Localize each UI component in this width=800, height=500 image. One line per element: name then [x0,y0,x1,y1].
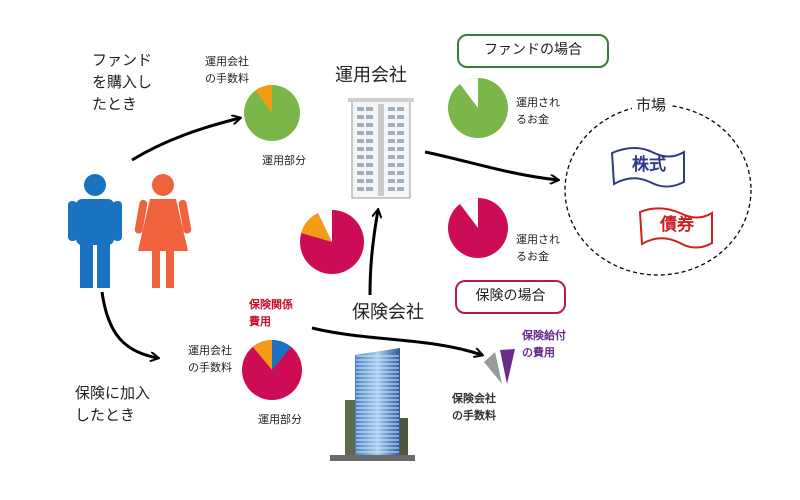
bonds-label: 債券 [660,215,694,235]
building-window [388,123,395,127]
building-window [388,147,395,151]
fund-company-title: 運用会社 [335,65,407,86]
building-window [357,187,364,191]
building-window [397,179,404,183]
building-window [357,123,364,127]
building-window [397,139,404,143]
building-window [397,107,404,111]
insurance-benefit-wedge [500,349,515,384]
building-window [366,179,373,183]
building-window [388,171,395,175]
building-window [388,163,395,167]
arrow-to-benefit [311,326,482,355]
insurance-case-badge: 保険の場合 [455,280,566,314]
stocks-label: 株式 [632,155,666,175]
insurance-invested-pie [448,198,508,258]
fund-pie [244,84,300,141]
insurance-invested-label: 運用され るお金 [516,233,560,264]
building-window [388,107,395,111]
fund-invested-pie [448,78,508,138]
insurance-fee-label: 運用会社 の手数料 [188,344,232,375]
building-window [357,147,364,151]
building-window [388,187,395,191]
market-circle [564,104,752,276]
building-window [357,171,364,175]
building-window [357,115,364,119]
insurance-company-title: 保険会社 [352,302,424,323]
fund-fee-label: 運用会社 の手数料 [205,55,249,86]
arrow-to-fund-company [131,118,240,162]
building-window [388,155,395,159]
building-window [366,163,373,167]
building-window [366,187,373,191]
building-window [388,131,395,135]
flow-arrows [100,118,558,358]
insurance-company-fee-label: 保険会社 の手数料 [452,392,496,423]
arrow-to-market [424,150,558,180]
purchase-fund-label: ファンド を購入し たとき [92,51,153,113]
building-window [366,155,373,159]
building-window [397,131,404,135]
fund-invested-label: 運用され るお金 [516,96,560,127]
building-window [397,155,404,159]
building-window [397,163,404,167]
building-window [397,147,404,151]
building-window [366,131,373,135]
insurance-benefit-label: 保険給付 の費用 [522,329,566,360]
man-icon [68,174,122,288]
building-window [357,131,364,135]
building-window [366,115,373,119]
arrow-insurance-to-fund [368,210,378,296]
fund-case-badge: ファンドの場合 [457,34,609,68]
fund-main-label: 運用部分 [262,154,306,167]
building-window [366,139,373,143]
building-window [366,107,373,111]
building-window [357,179,364,183]
building-window [357,139,364,143]
building-window [357,107,364,111]
office-building-icon [348,98,414,199]
building-window [397,171,404,175]
insurance-main-label: 運用部分 [258,413,302,426]
insurance-fee-wedge [484,352,502,384]
building-window [357,163,364,167]
glass-tower-icon [330,348,415,461]
building-window [366,123,373,127]
building-window [397,115,404,119]
bond-flag [638,207,713,249]
insurance-pie [242,340,302,400]
building-window [397,123,404,127]
market-title: 市場 [632,95,671,117]
building-window [388,139,395,143]
building-window [388,179,395,183]
insurance-related-fees-label: 保険関係 費用 [249,298,293,329]
building-window [366,171,373,175]
building-window [366,147,373,151]
building-window [397,187,404,191]
building-window [357,155,364,159]
woman-icon [134,174,192,288]
insurance-to-fund-pie [300,209,364,274]
stock-flag [610,147,685,188]
building-window [388,115,395,119]
arrow-to-insurance-company [100,291,158,358]
join-insurance-label: 保険に加入 したとき [75,384,151,424]
